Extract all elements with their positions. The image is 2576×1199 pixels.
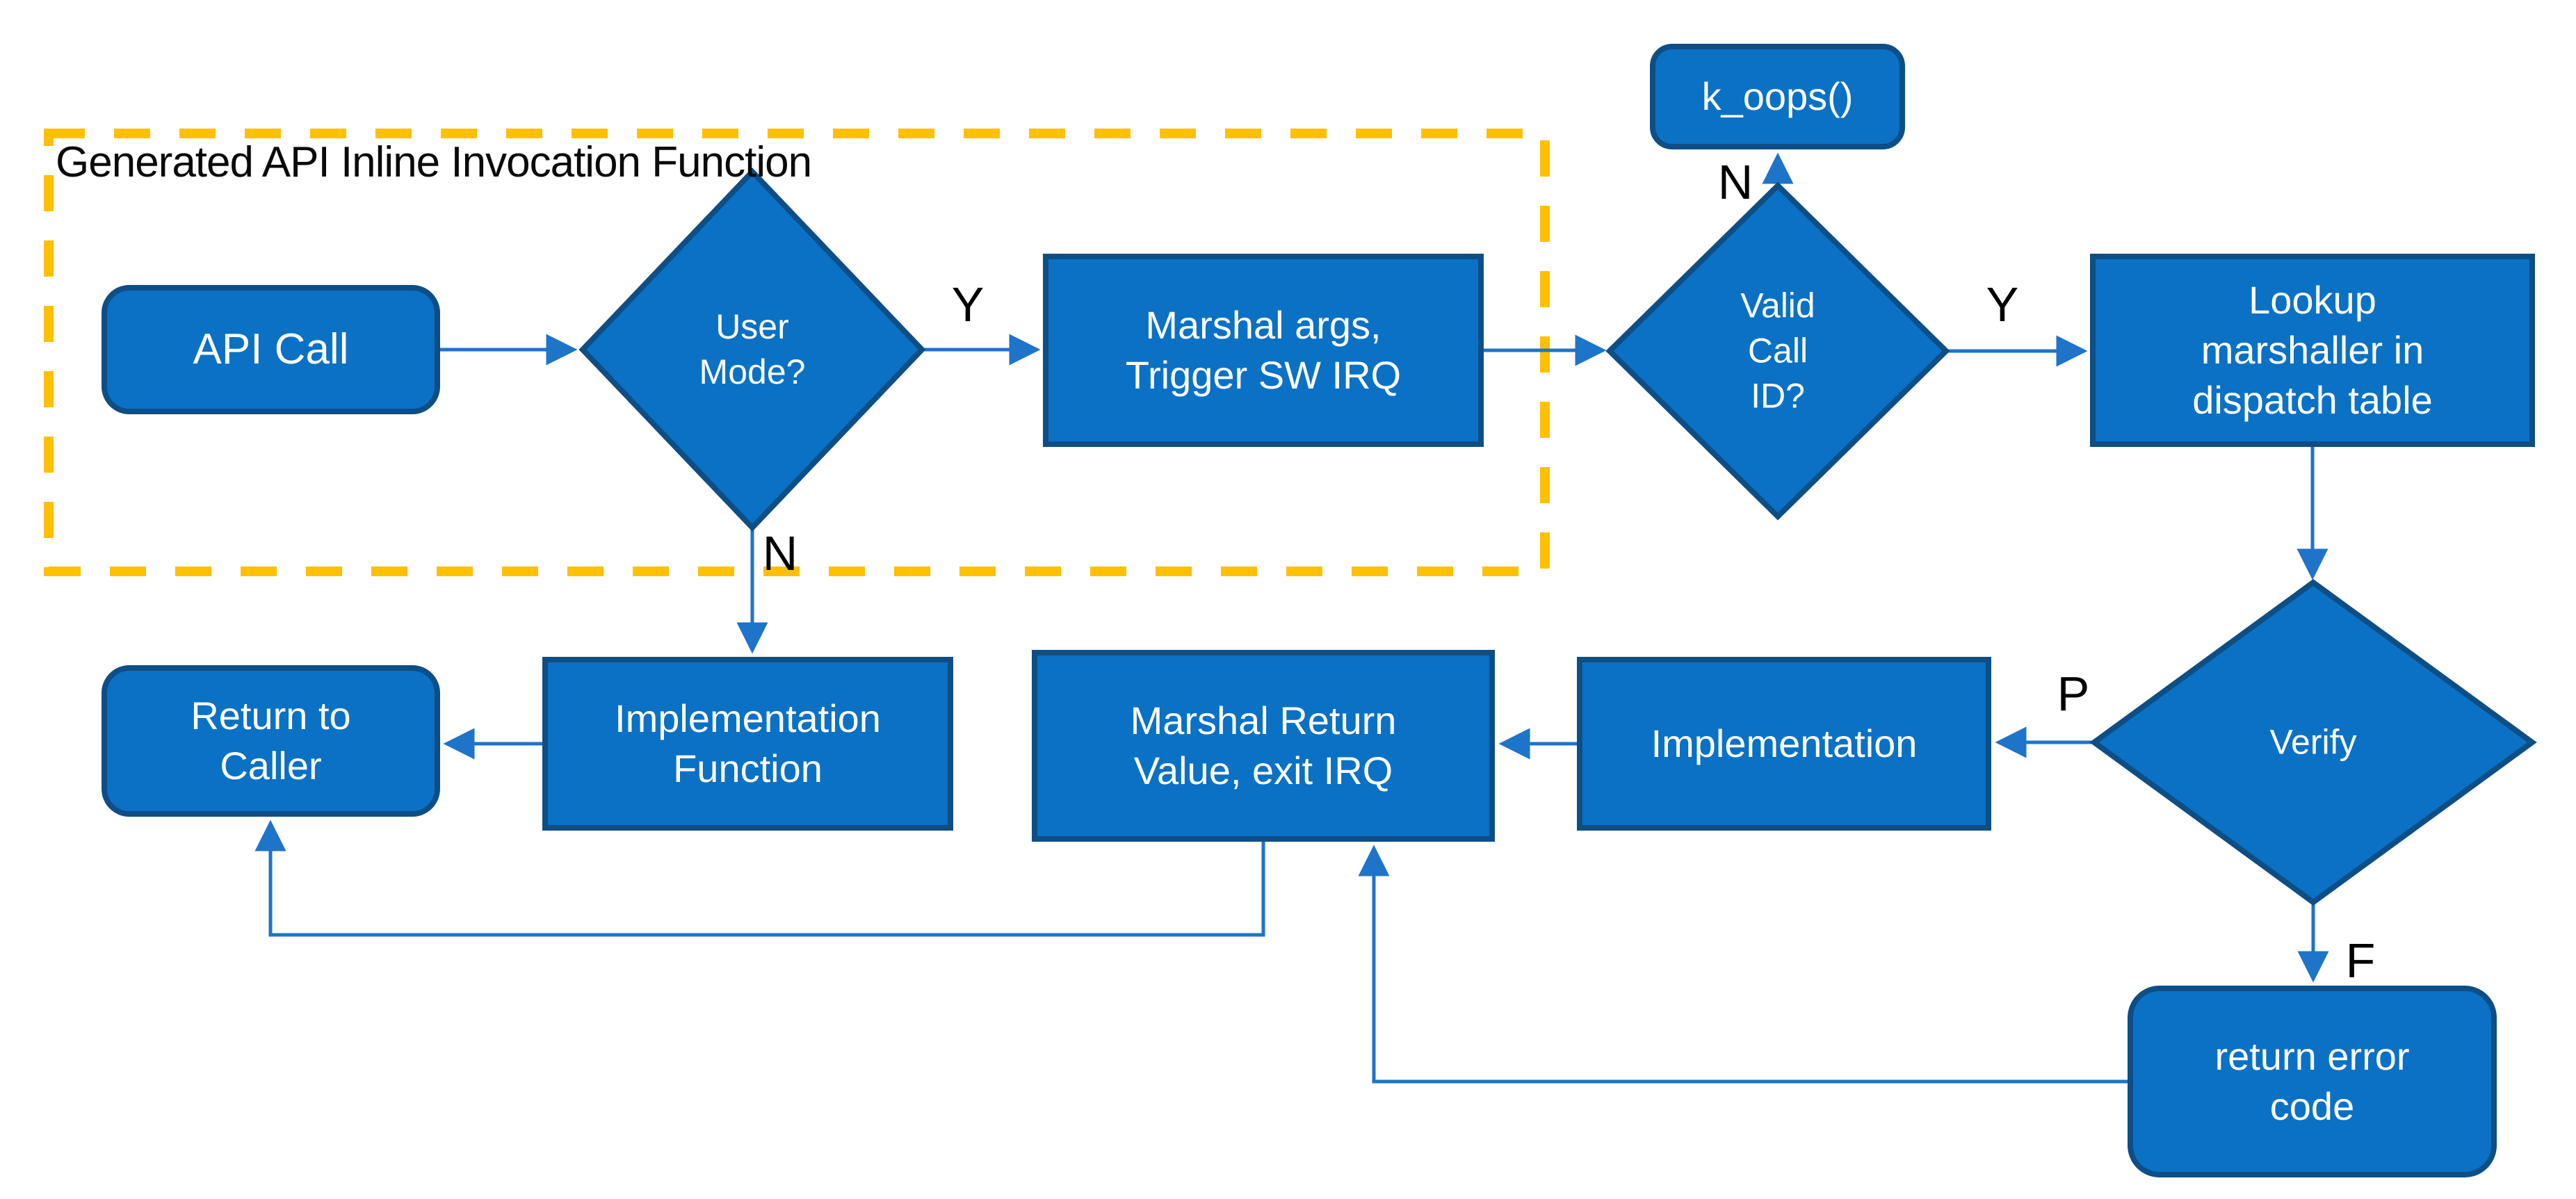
group-title: Generated API Inline Invocation Function (56, 138, 812, 186)
edge-label-user-mode-yes: Y (951, 277, 985, 332)
valid-call-diamond-shape (1605, 181, 1950, 521)
node-return-error-code: return error code (2128, 986, 2497, 1177)
verify-diamond-shape (2089, 579, 2537, 906)
valid-call-diamond-label: Valid Call ID? (1740, 286, 1815, 416)
node-marshal-args: Marshal args, Trigger SW IRQ (1043, 254, 1484, 447)
edge-return-error-to-marshal-return (1358, 845, 2128, 1084)
edge-marshal-return-to-return-caller (254, 819, 1265, 937)
edge-label-valid-call-no: N (1717, 155, 1753, 209)
edge-label-valid-call-yes: Y (1986, 277, 2019, 332)
node-marshal-return: Marshal Return Value, exit IRQ (1032, 650, 1495, 842)
node-implementation-function: Implementation Function (542, 657, 953, 831)
edge-label-verify-fail: F (2345, 933, 2376, 988)
edge-label-user-mode-no: N (762, 526, 798, 580)
verify-diamond-label: Verify (2269, 722, 2357, 762)
node-implementation: Implementation (1577, 657, 1991, 831)
edge-label-verify-pass: P (2057, 667, 2090, 721)
user-mode-diamond-label: User Mode? (699, 307, 806, 391)
node-return-to-caller: Return to Caller (102, 665, 440, 817)
node-k-oops: k_oops() (1650, 44, 1905, 149)
generated-api-group-border (44, 129, 1550, 576)
node-lookup-marshaller: Lookup marshaller in dispatch table (2090, 254, 2535, 447)
node-api-call: API Call (102, 285, 440, 414)
user-mode-diamond-shape (578, 168, 926, 532)
